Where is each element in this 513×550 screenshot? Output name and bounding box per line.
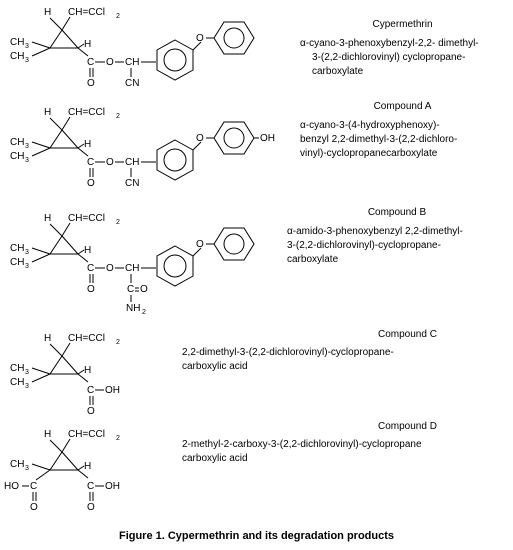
atom-oh: OH xyxy=(260,133,275,144)
compound-description-line: α-amido-3-phenoxybenzyl 2,2-dimethyl- xyxy=(287,226,463,237)
compound-name: Compound D xyxy=(378,421,437,432)
compound-name: Cypermethrin xyxy=(372,19,433,30)
atom-ch3: CH xyxy=(10,37,24,48)
atom-h: H xyxy=(84,39,91,50)
atom-c: C xyxy=(87,157,94,168)
subscript: 2 xyxy=(116,339,120,346)
subscript: 2 xyxy=(116,435,120,442)
compound-description-line: 3-(2,2-dichlorovinyl)-cyclopropane- xyxy=(287,240,441,251)
atom-ch: CH xyxy=(125,263,139,274)
atom-h: H xyxy=(44,333,51,344)
atom-ch3: CH xyxy=(10,257,24,268)
atom-ch3: CH xyxy=(10,137,24,148)
atom-ch3: CH xyxy=(10,377,24,388)
atom-cn: CN xyxy=(125,78,139,89)
structure-cypermethrin: H CH=CCl 2 CH 3 CH 3 H C O CH O CN O xyxy=(10,7,255,89)
atom-ch: CH xyxy=(125,57,139,68)
structures-diagram: H CH=CCl 2 CH 3 CH 3 H C O CH O CN O H xyxy=(4,7,275,513)
atom-h: H xyxy=(44,213,51,224)
atom-o: O xyxy=(87,284,95,295)
atom-h: H xyxy=(84,139,91,150)
atom-nh2: NH xyxy=(126,303,140,314)
compound-description-line: 3-(2,2-dichlorovinyl) cyclopropane- xyxy=(312,52,466,63)
subscript: 3 xyxy=(25,43,29,50)
atom-ch: CH xyxy=(125,157,139,168)
compound-name: Compound A xyxy=(373,101,432,112)
atom-h: H xyxy=(44,429,51,440)
atom-h: H xyxy=(44,107,51,118)
compound-description-line: carboxylate xyxy=(312,66,364,77)
atom-vinyl: CH=CCl xyxy=(68,429,105,440)
compound-description-line: α-cyano-3-(4-hydroxyphenoxy)- xyxy=(300,120,440,131)
atom-c: C xyxy=(87,263,94,274)
subscript: 3 xyxy=(25,263,29,270)
structure-compound-c: H CH=CCl 2 CH 3 CH 3 H C OH O xyxy=(10,333,120,417)
subscript: 3 xyxy=(25,143,29,150)
compound-c-label: Compound C 2,2-dimethyl-3-(2,2-dichlorov… xyxy=(182,328,507,374)
atom-o: O xyxy=(87,406,95,417)
atom-cn: CN xyxy=(125,178,139,189)
atom-c: C xyxy=(87,57,94,68)
atom-h: H xyxy=(84,365,91,376)
atom-vinyl: CH=CCl xyxy=(68,213,105,224)
subscript: 3 xyxy=(25,157,29,164)
atom-c: C xyxy=(30,481,37,492)
subscript: 3 xyxy=(25,57,29,64)
atom-ho: HO xyxy=(4,481,19,492)
atom-ch3: CH xyxy=(10,151,24,162)
subscript: 3 xyxy=(25,249,29,256)
atom-c: C xyxy=(87,385,94,396)
atom-o: O xyxy=(87,502,95,513)
atom-ch3: CH xyxy=(10,459,24,470)
atom-h: H xyxy=(44,7,51,18)
cypermethrin-label: Cypermethrin α-cyano-3-phenoxybenzyl-2,2… xyxy=(300,18,505,79)
atom-o: O xyxy=(196,133,204,144)
compound-name: Compound C xyxy=(378,329,437,340)
subscript: 2 xyxy=(142,309,146,316)
figure-caption: Figure 1. Cypermethrin and its degradati… xyxy=(118,530,395,542)
atom-ch3: CH xyxy=(10,243,24,254)
compound-description-line: 2,2-dimethyl-3-(2,2-dichlorovinyl)-cyclo… xyxy=(182,347,394,358)
atom-h: H xyxy=(84,245,91,256)
atom-ch3: CH xyxy=(10,363,24,374)
structure-compound-a: H CH=CCl 2 CH 3 CH 3 H C O CH O CN O OH xyxy=(10,107,275,189)
atom-o: O xyxy=(196,33,204,44)
compound-b-label: Compound B α-amido-3-phenoxybenzyl 2,2-d… xyxy=(287,206,507,267)
subscript: 2 xyxy=(116,13,120,20)
atom-oh: OH xyxy=(105,385,120,396)
subscript: 2 xyxy=(116,219,120,226)
atom-oh: OH xyxy=(105,481,120,492)
atom-o: O xyxy=(106,157,114,168)
atom-o: O xyxy=(106,57,114,68)
structure-compound-b: H CH=CCl 2 CH 3 CH 3 H C O CH O C O NH 2 xyxy=(10,213,255,316)
atom-h: H xyxy=(84,461,91,472)
subscript: 2 xyxy=(116,113,120,120)
compound-description-line: α-cyano-3-phenoxybenzyl-2,2- dimethyl- xyxy=(300,38,479,49)
atom-o: O xyxy=(30,502,38,513)
subscript: 3 xyxy=(25,465,29,472)
compound-description-line: carboxylic acid xyxy=(182,361,248,372)
atom-o: O xyxy=(87,78,95,89)
atom-o: O xyxy=(196,239,204,250)
atom-vinyl: CH=CCl xyxy=(68,7,105,18)
subscript: 3 xyxy=(25,383,29,390)
compound-a-label: Compound A α-cyano-3-(4-hydroxyphenoxy)-… xyxy=(300,100,505,161)
atom-o: O xyxy=(87,178,95,189)
atom-o: O xyxy=(106,263,114,274)
compound-description-line: vinyl)-cyclopropanecarboxylate xyxy=(300,148,438,159)
compound-d-label: Compound D 2-methyl-2-carboxy-3-(2,2-dic… xyxy=(182,420,507,466)
atom-c: C xyxy=(127,284,134,295)
atom-o: O xyxy=(140,284,148,295)
compound-description-line: carboxylic acid xyxy=(182,453,248,464)
structure-compound-d: H CH=CCl 2 CH 3 C HO O H C OH O xyxy=(4,429,120,513)
atom-ch3: CH xyxy=(10,51,24,62)
subscript: 3 xyxy=(25,369,29,376)
atom-c: C xyxy=(87,481,94,492)
compound-description-line: benzyl 2,2-dimethyl-3-(2,2-dichloro- xyxy=(300,134,458,145)
atom-vinyl: CH=CCl xyxy=(68,333,105,344)
compound-description-line: carboxylate xyxy=(287,254,339,265)
compound-name: Compound B xyxy=(367,207,427,218)
compound-description-line: 2-methyl-2-carboxy-3-(2,2-dichlorovinyl)… xyxy=(182,439,422,450)
atom-vinyl: CH=CCl xyxy=(68,107,105,118)
